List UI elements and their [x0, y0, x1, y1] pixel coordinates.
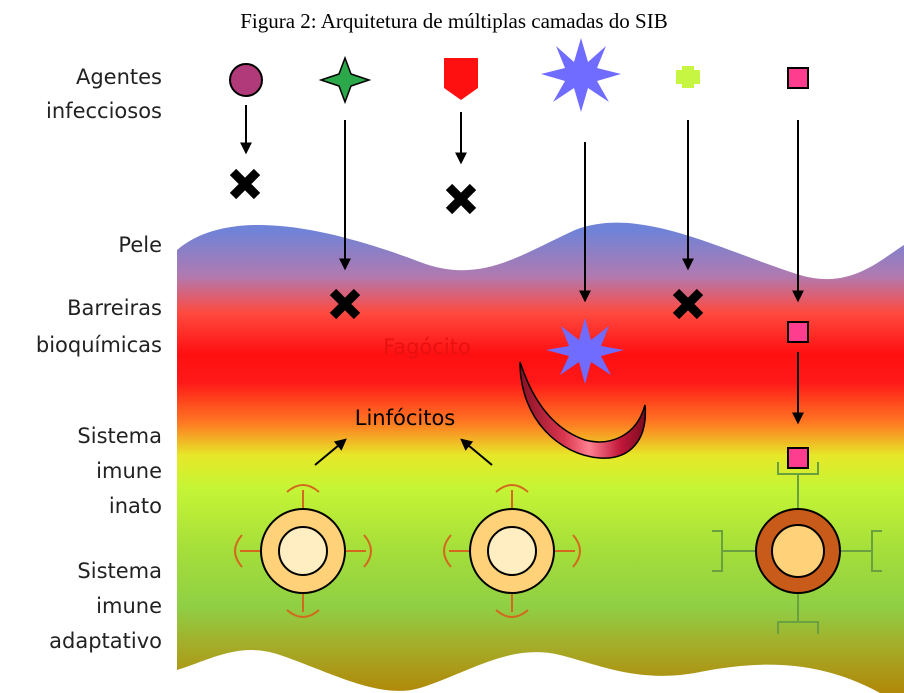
four-point-star-agent-icon: [318, 55, 372, 105]
svg-text:Agentes: Agentes: [76, 65, 162, 89]
label-agentes-infecciosos: Agentes infecciosos: [46, 65, 162, 123]
svg-text:inato: inato: [109, 494, 162, 518]
square-antigen-icon: [787, 447, 809, 469]
svg-text:Pele: Pele: [118, 233, 162, 257]
svg-text:Sistema: Sistema: [77, 559, 162, 583]
svg-text:bioquímicas: bioquímicas: [36, 333, 162, 357]
label-sistema-imune-inato: Sistema imune inato: [77, 424, 162, 518]
body-layers-band: [177, 222, 904, 693]
phagocyte-icon: [519, 361, 647, 459]
pentagon-agent-icon: [444, 58, 478, 100]
svg-text:imune: imune: [96, 459, 162, 483]
plus-agent-icon: [676, 66, 700, 88]
fagocito-label: Fagócito: [383, 335, 471, 359]
agent-arrows: [240, 105, 804, 466]
lymphocyte-icon: [234, 484, 372, 618]
circle-agent-icon: [229, 63, 263, 97]
figure-caption: Figura 2: Arquitetura de múltiplas camad…: [240, 9, 668, 33]
square-agent-icon: [787, 321, 809, 343]
svg-text:adaptativo: adaptativo: [49, 629, 162, 653]
label-sistema-imune-adaptativo: Sistema imune adaptativo: [49, 559, 162, 653]
svg-text:imune: imune: [96, 594, 162, 618]
lymphocyte-icon: [443, 484, 581, 618]
square-agent-icon: [787, 67, 809, 89]
linfocitos-label: Linfócitos: [355, 406, 456, 430]
blocked-x-icon: [233, 172, 257, 196]
arrow-linfocitos-right: [460, 438, 493, 466]
eight-point-star-agent-icon: [541, 38, 621, 112]
svg-text:Barreiras: Barreiras: [67, 296, 162, 320]
blocked-x-icon: [449, 187, 473, 211]
svg-text:infecciosos: infecciosos: [46, 99, 162, 123]
label-pele: Pele: [118, 233, 162, 257]
label-barreiras-bioquimicas: Barreiras bioquímicas: [36, 296, 162, 357]
arrow-linfocitos-left: [314, 438, 347, 466]
activated-lymphocyte-icon: [712, 462, 882, 634]
svg-text:Sistema: Sistema: [77, 424, 162, 448]
engulfed-star-icon: [546, 318, 624, 384]
